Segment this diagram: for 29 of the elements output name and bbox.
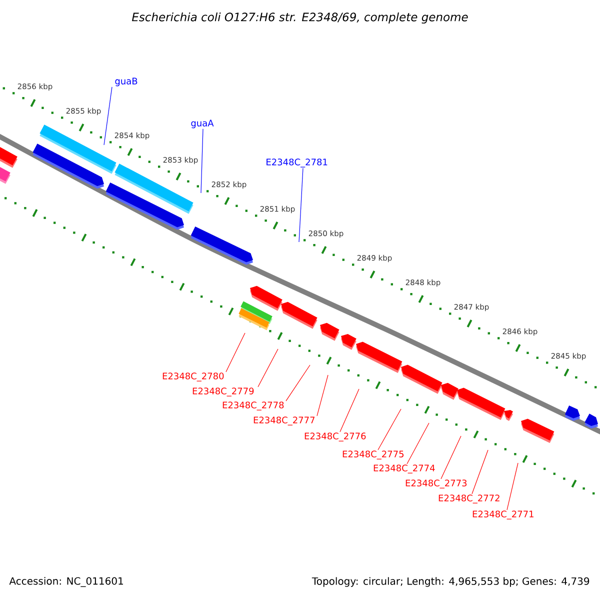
leader-line [258,348,278,388]
footer-text: Accession: NC_011601 [9,577,123,587]
leader-line [226,332,246,372]
gene-label: E2348C_2777 [254,416,315,426]
leader-line [472,450,488,494]
gene-label: E2348C_2780 [162,372,224,382]
gene-label: E2348C_2773 [406,480,467,488]
title: Escherichia coli O127:H6 str. E2348/69, complete genome [132,12,468,24]
leader-line [340,388,360,432]
leader-line [286,364,310,402]
gene-label: E2348C_2778 [222,402,284,410]
leader-line [316,374,328,416]
leader-line [200,128,204,194]
gene-label: E2348C_2771 [472,510,534,520]
gene-label: E2348C_2779 [192,388,254,396]
leader-line [440,436,462,480]
gene-label: E2348C_2772 [438,494,500,504]
gene-label: E2348C_2775 [342,450,404,460]
leader-line [406,422,430,464]
leader-line [104,86,112,146]
leader-line [506,462,518,510]
gene-label: E2348C_2774 [374,464,435,474]
footer-text: Topology: circular; Length: 4,965,553 bp; Genes: 4,739 [312,577,590,587]
gene-label: guaB [115,78,138,86]
gene-label: E2348C_2781 [266,158,328,168]
leader-line [298,168,304,242]
gene-label: guaA [191,120,214,128]
leader-line [378,408,402,450]
gene-label: E2348C_2776 [304,432,366,442]
